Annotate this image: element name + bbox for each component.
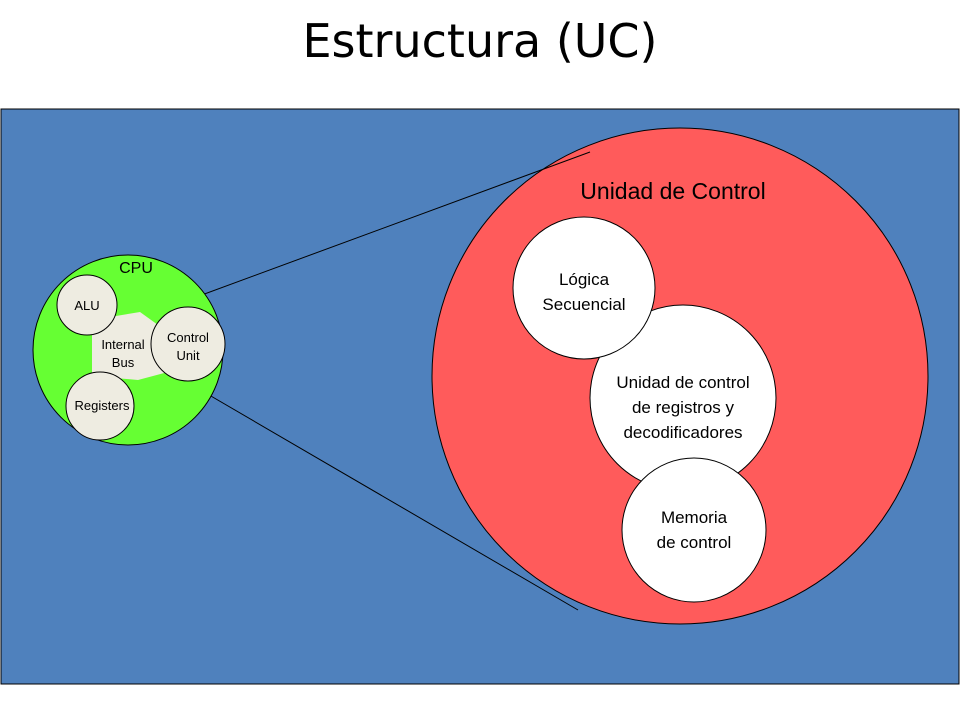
register-control-label-line2: de registros y [632, 398, 735, 417]
control-unit-detail-label: Unidad de Control [580, 178, 765, 204]
registers-circle [65, 371, 135, 441]
control-memory-label-line1: Memoria [661, 508, 728, 527]
sequential-logic-circle [512, 216, 656, 360]
zoom-line-bottom [203, 391, 579, 611]
control-memory-circle [621, 457, 767, 603]
control-memory-label-line2: de control [657, 533, 732, 552]
internal-bus-label-line1: Internal [101, 337, 144, 352]
alu-circle [56, 274, 118, 336]
sequential-logic-label-line1: Lógica [559, 270, 610, 289]
cpu-label: CPU [119, 260, 153, 277]
internal-bus-shape [92, 312, 168, 380]
slide-title: Estructura (UC) [302, 14, 658, 68]
register-control-label-line3: decodificadores [623, 423, 742, 442]
control-unit-small-label-line1: Control [167, 330, 209, 345]
alu-label: ALU [74, 298, 99, 313]
control-unit-small-circle [150, 306, 226, 382]
registers-label: Registers [75, 398, 130, 413]
control-unit-small-label-line2: Unit [176, 348, 200, 363]
zoom-line-top [179, 151, 591, 304]
sequential-logic-label-line2: Secuencial [542, 295, 625, 314]
internal-bus-label-line2: Bus [112, 355, 135, 370]
register-control-label-line1: Unidad de control [616, 373, 749, 392]
